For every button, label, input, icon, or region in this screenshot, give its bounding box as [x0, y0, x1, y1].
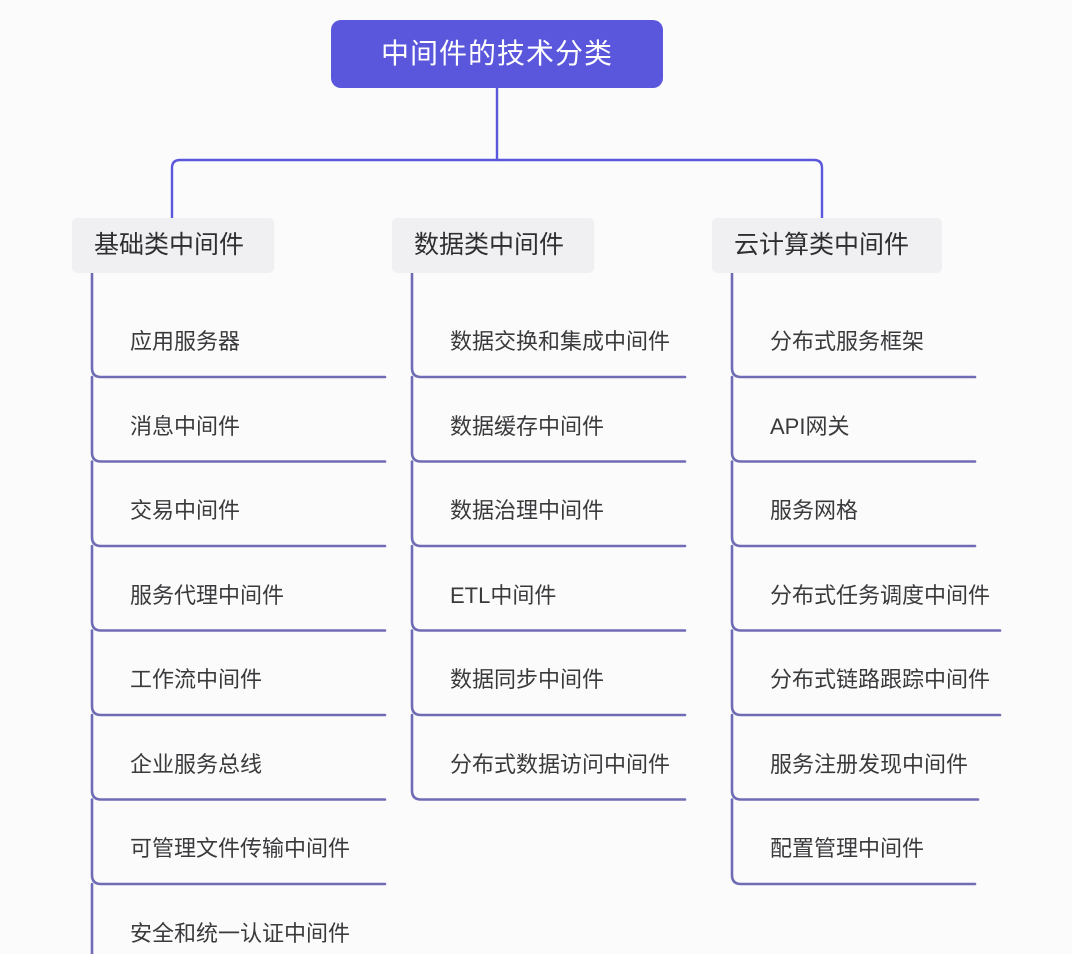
leaf-node-label: 消息中间件	[130, 413, 241, 439]
leaf-node[interactable]: 数据缓存中间件	[450, 410, 604, 444]
leaf-node[interactable]: 分布式服务框架	[770, 325, 924, 359]
leaf-node-label: 服务注册发现中间件	[770, 751, 969, 777]
leaf-node[interactable]: ETL中间件	[450, 579, 556, 613]
leaf-node-label: 应用服务器	[130, 329, 241, 354]
leaf-node-label: 可管理文件传输中间件	[130, 836, 351, 861]
leaf-node[interactable]: 分布式数据访问中间件	[450, 748, 670, 782]
leaf-node[interactable]: 服务网格	[770, 494, 858, 528]
leaf-node[interactable]: 安全和统一认证中间件	[130, 917, 350, 951]
leaf-node[interactable]: 消息中间件	[130, 410, 240, 444]
leaf-node-label: 交易中间件	[130, 498, 241, 523]
leaf-node-label: 数据同步中间件	[450, 667, 605, 692]
root-node[interactable]: 中间件的技术分类	[331, 20, 663, 88]
leaf-node-label: 工作流中间件	[130, 667, 263, 692]
leaf-node[interactable]: 交易中间件	[130, 494, 240, 528]
leaf-node-label: 分布式任务调度中间件	[770, 582, 991, 608]
leaf-node-label: 数据交换和集成中间件	[450, 329, 671, 354]
category-node-basic[interactable]: 基础类中间件	[72, 218, 274, 273]
leaf-node[interactable]: 分布式链路跟踪中间件	[770, 663, 990, 697]
leaf-node[interactable]: 数据交换和集成中间件	[450, 325, 670, 359]
leaf-node[interactable]: 数据治理中间件	[450, 494, 604, 528]
root-node-label: 中间件的技术分类	[380, 38, 613, 69]
leaf-node-label: API网关	[770, 413, 850, 439]
leaf-connector-cloud	[730, 375, 977, 463]
leaf-node[interactable]: 服务注册发现中间件	[770, 748, 968, 782]
leaf-node-label: 分布式数据访问中间件	[450, 751, 671, 777]
leaf-node-label: ETL中间件	[450, 582, 557, 608]
leaf-node[interactable]: 工作流中间件	[130, 663, 262, 697]
leaf-node-label: 数据缓存中间件	[450, 413, 605, 439]
root-bracket-line	[170, 158, 824, 220]
category-node-cloud[interactable]: 云计算类中间件	[712, 218, 942, 273]
category-node-label: 云计算类中间件	[734, 231, 910, 259]
leaf-node-label: 分布式链路跟踪中间件	[770, 667, 991, 692]
leaf-node[interactable]: API网关	[770, 410, 849, 444]
category-node-label: 基础类中间件	[94, 231, 245, 259]
leaf-node-label: 分布式服务框架	[770, 329, 925, 354]
leaf-node[interactable]: 数据同步中间件	[450, 663, 604, 697]
leaf-node[interactable]: 应用服务器	[130, 325, 240, 359]
leaf-node[interactable]: 服务代理中间件	[130, 579, 284, 613]
leaf-node-label: 配置管理中间件	[770, 836, 925, 861]
leaf-node-label: 数据治理中间件	[450, 498, 605, 523]
category-node-data[interactable]: 数据类中间件	[392, 218, 594, 273]
leaf-node-label: 企业服务总线	[130, 751, 263, 777]
category-node-label: 数据类中间件	[414, 231, 565, 259]
leaf-node-label: 安全和统一认证中间件	[130, 920, 351, 946]
leaf-node[interactable]: 企业服务总线	[130, 748, 262, 782]
leaf-node-label: 服务网格	[770, 498, 859, 523]
leaf-node[interactable]: 配置管理中间件	[770, 832, 924, 866]
leaf-node[interactable]: 分布式任务调度中间件	[770, 579, 990, 613]
leaf-node[interactable]: 可管理文件传输中间件	[130, 832, 350, 866]
leaf-node-label: 服务代理中间件	[130, 582, 285, 608]
